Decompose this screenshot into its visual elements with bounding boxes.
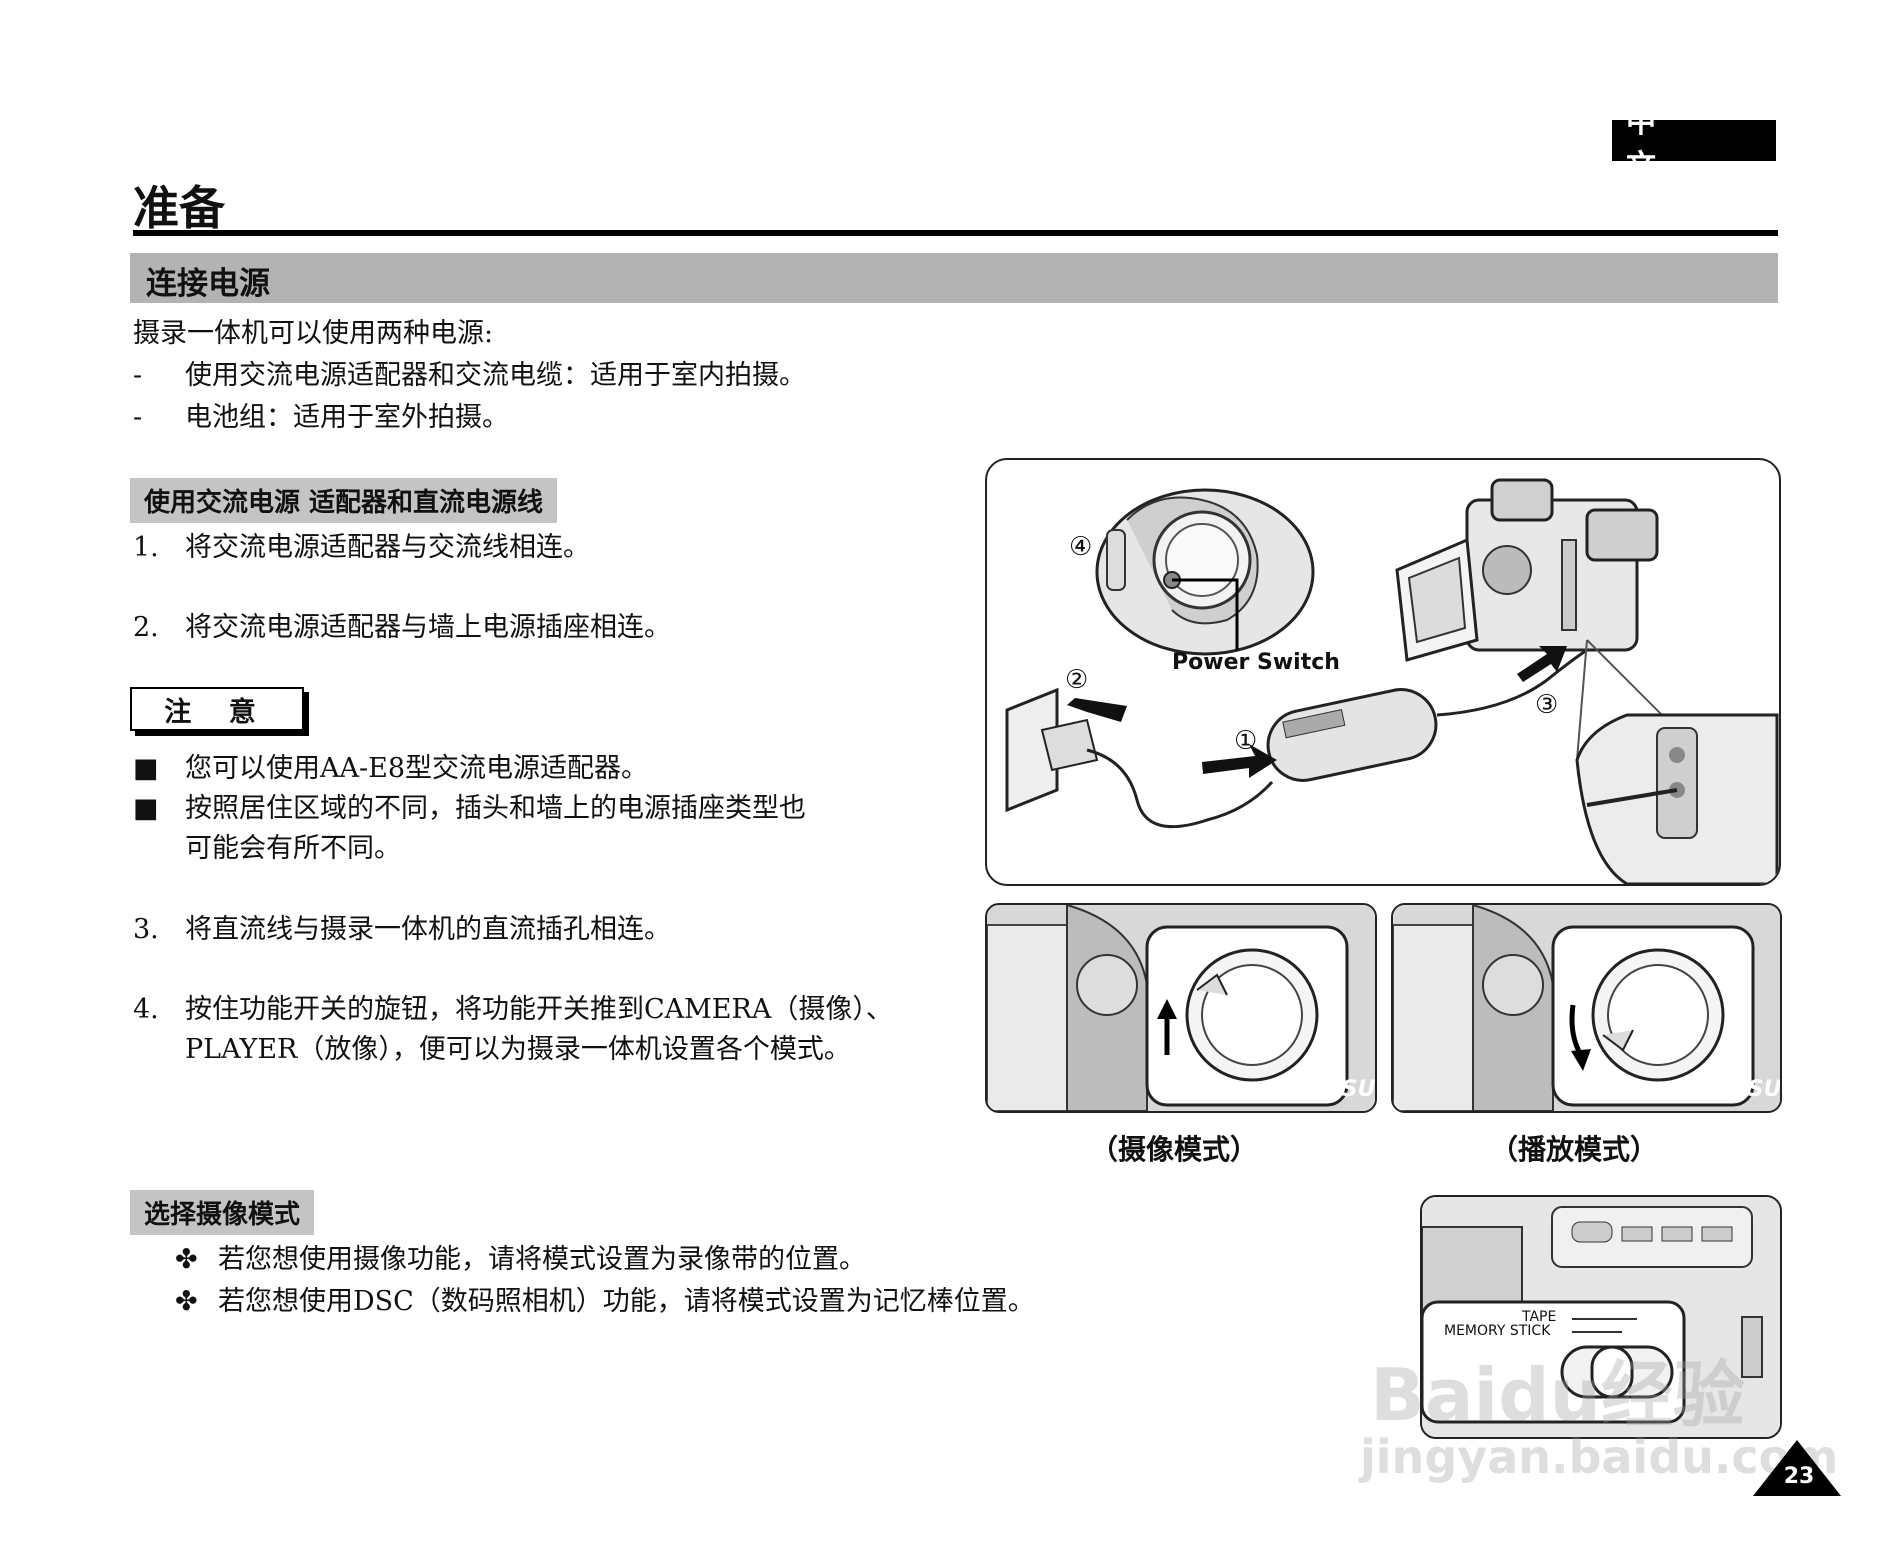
- camcorder-icon: [1395, 478, 1659, 662]
- step-text: PLAYER（放像），便可以为摄录一体机设置各个模式。: [185, 1034, 851, 1065]
- step-marker: ①: [1234, 726, 1258, 756]
- caption-player-mode: （播放模式）: [1490, 1133, 1659, 1166]
- language-tab: 中 文: [1612, 105, 1776, 184]
- page-number: 23: [1783, 1464, 1815, 1489]
- note-text: 按照居住区域的不同，插头和墙上的电源插座类型也: [185, 793, 806, 824]
- watermark-url: jingyan.baidu.com: [1360, 1430, 1839, 1484]
- intro-bullet: 使用交流电源适配器和交流电缆：适用于室内拍摄。: [185, 360, 806, 391]
- mode-marker: ✤: [175, 1244, 198, 1275]
- step-marker: ②: [1065, 665, 1089, 695]
- page-number-triangle: [1753, 1440, 1841, 1496]
- title-rule: [133, 230, 1778, 236]
- ac-adapter-icon: [1266, 688, 1438, 782]
- step-text: 按住功能开关的旋钮，将功能开关推到CAMERA（摄像）、: [185, 994, 893, 1025]
- ac-section-heading: 使用交流电源 适配器和直流电源线: [130, 478, 558, 523]
- intro-bullet-marker: -: [133, 402, 143, 433]
- step-number: 4.: [133, 994, 159, 1025]
- intro-bullet-marker: -: [133, 360, 143, 391]
- tape-label: TAPE: [1522, 1309, 1557, 1325]
- intro-line: 摄录一体机可以使用两种电源:: [133, 318, 494, 349]
- step-number: 3.: [133, 914, 159, 945]
- step-number: 2.: [133, 612, 159, 643]
- mode-text: 若您想使用摄像功能，请将模式设置为录像带的位置。: [218, 1244, 866, 1275]
- brand-text: SAMSUNG: [1287, 1077, 1376, 1102]
- tape-switch-figure: TAPE MEMORY STICK: [1420, 1195, 1782, 1439]
- watermark-logo: Baidu经验: [1370, 1353, 1745, 1437]
- player-mode-figure: SAMSUNG: [1391, 903, 1782, 1113]
- mode-text: 若您想使用DSC（数码照相机）功能，请将模式设置为记忆棒位置。: [218, 1286, 1035, 1317]
- memory-stick-label: MEMORY STICK: [1444, 1323, 1551, 1339]
- step-text: 将直流线与摄录一体机的直流插孔相连。: [185, 914, 671, 945]
- caption-camera-mode: （摄像模式）: [1090, 1133, 1259, 1166]
- step-marker: ③: [1535, 690, 1559, 720]
- connection-diagram: ④ ② ① ③ Power Switch: [985, 458, 1781, 886]
- step-number: 1.: [133, 532, 159, 563]
- step-text: 将交流电源适配器与交流线相连。: [185, 532, 590, 563]
- jack-inset: [1575, 639, 1779, 884]
- note-label: 注 意: [130, 687, 304, 731]
- mode-marker: ✤: [175, 1286, 198, 1317]
- note-marker: ■: [133, 793, 159, 824]
- note-text: 可能会有所不同。: [185, 833, 401, 864]
- step-text: 将交流电源适配器与墙上电源插座相连。: [185, 612, 671, 643]
- section-bar: [130, 253, 1778, 303]
- step-marker: ④: [1069, 532, 1093, 562]
- section-title: 连接电源: [146, 266, 270, 302]
- note-text: 您可以使用AA-E8型交流电源适配器。: [185, 753, 649, 784]
- power-switch-label: Power Switch: [1172, 650, 1340, 675]
- wall-outlet-icon: [1005, 687, 1099, 813]
- note-marker: ■: [133, 753, 159, 784]
- page-title: 准备: [133, 181, 225, 235]
- camera-mode-figure: SAMSUNG: [985, 903, 1377, 1113]
- intro-bullet: 电池组：适用于室外拍摄。: [185, 402, 509, 433]
- mode-select-heading: 选择摄像模式: [130, 1190, 315, 1235]
- brand-text: SAMSUNG: [1693, 1077, 1782, 1102]
